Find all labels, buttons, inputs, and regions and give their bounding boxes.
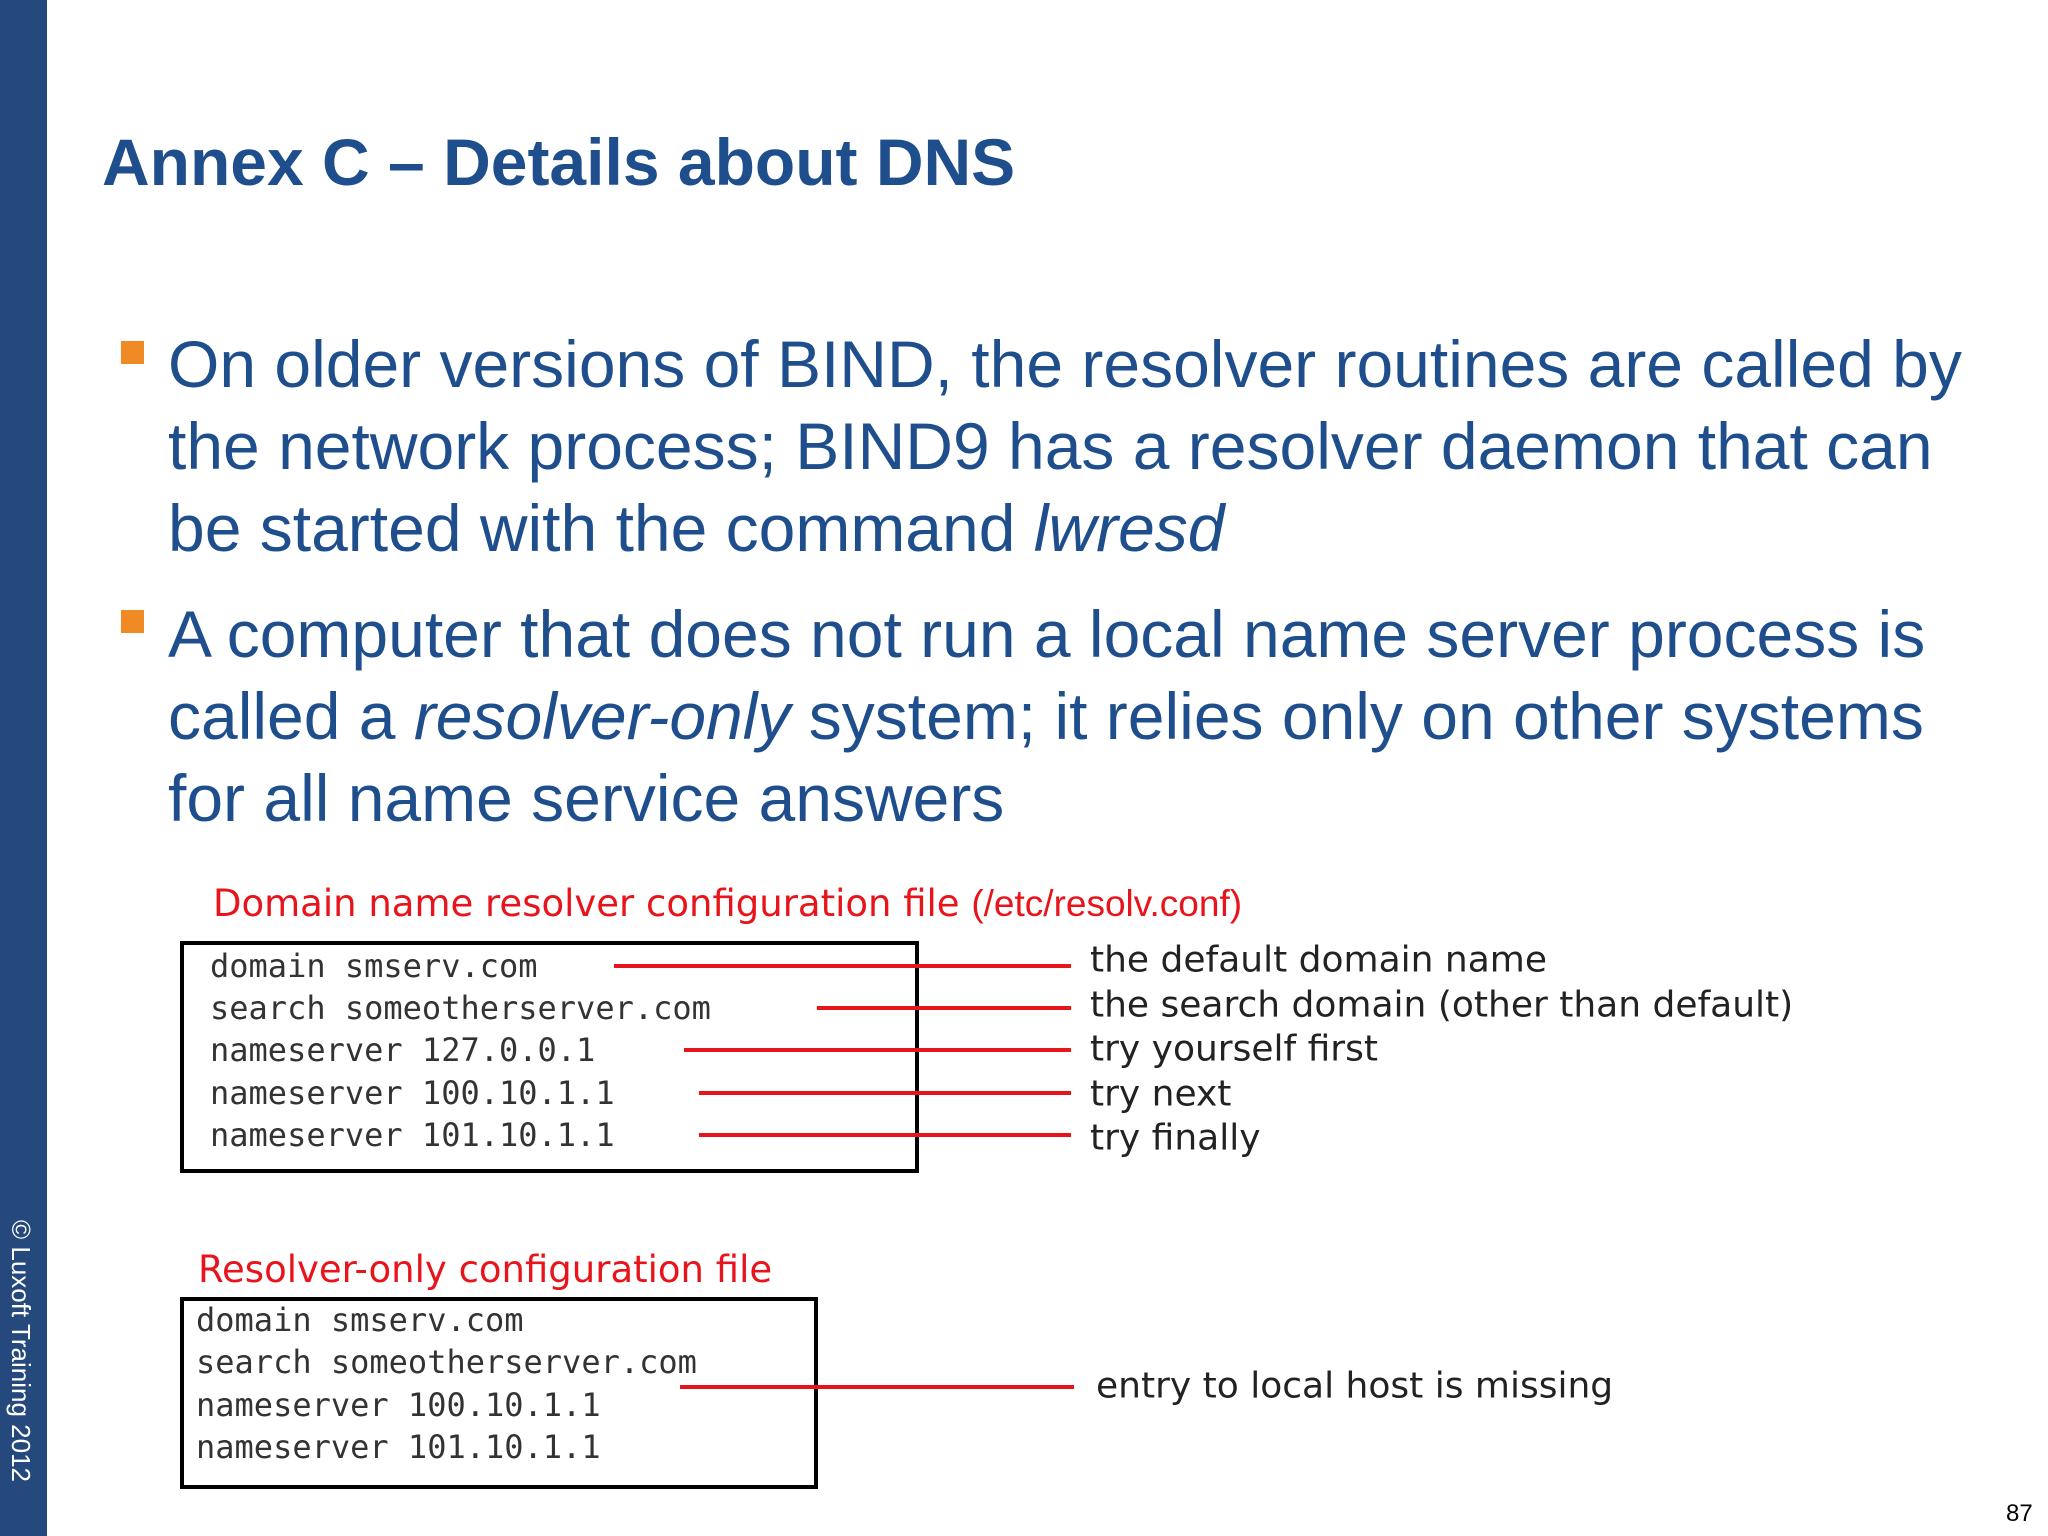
diagram1-title-text: Domain name resolver configuration file bbox=[213, 882, 960, 925]
resolver-only-box bbox=[180, 1297, 818, 1489]
bullet-square-icon bbox=[121, 341, 144, 364]
code-line: domain smserv.com bbox=[210, 947, 538, 985]
code-line: nameserver 100.10.1.1 bbox=[210, 1074, 615, 1112]
code-line: nameserver 127.0.0.1 bbox=[210, 1031, 596, 1069]
annotation-label: the default domain name bbox=[1090, 939, 1547, 981]
bullet-2-text-end: system; it relies only on other systems … bbox=[168, 679, 1924, 835]
bullet-2: A computer that does not run a local nam… bbox=[168, 593, 2008, 839]
bullet-1: On older versions of BIND, the resolver … bbox=[168, 323, 2008, 569]
bullet-1-emphasis: lwresd bbox=[1033, 491, 1225, 565]
sidebar-bar: © Luxoft Training 2012 bbox=[0, 0, 47, 1536]
bullet-square-icon bbox=[121, 610, 144, 633]
diagram1-title: Domain name resolver configuration file … bbox=[213, 882, 1242, 925]
annotation-label: try next bbox=[1090, 1073, 1232, 1115]
annotation-line bbox=[684, 1048, 1071, 1052]
annotation-label: try yourself first bbox=[1090, 1028, 1378, 1070]
bullet-2-text: A computer that does not run a local nam… bbox=[168, 597, 1926, 753]
resolv-conf-box bbox=[180, 941, 919, 1173]
annotation-line bbox=[817, 1006, 1071, 1010]
code-line: search someotherserver.com bbox=[210, 989, 711, 1027]
copyright-text: © Luxoft Training 2012 bbox=[6, 1220, 36, 1482]
bullet-2-emphasis: resolver-only bbox=[413, 679, 791, 753]
slide-title: Annex C – Details about DNS bbox=[102, 125, 1016, 199]
annotation-line bbox=[699, 1133, 1071, 1137]
code-line: nameserver 101.10.1.1 bbox=[196, 1428, 601, 1466]
diagram1-path: (/etc/resolv.conf) bbox=[971, 883, 1243, 924]
page-number: 87 bbox=[2006, 1500, 2033, 1527]
code-line: domain smserv.com bbox=[196, 1301, 524, 1339]
annotation-label: the search domain (other than default) bbox=[1090, 984, 1794, 1026]
diagram2-title: Resolver-only configuration file bbox=[198, 1248, 773, 1291]
code-line: nameserver 100.10.1.1 bbox=[196, 1386, 601, 1424]
annotation-label: try finally bbox=[1090, 1117, 1261, 1159]
annotation-line bbox=[699, 1091, 1071, 1095]
annotation-line bbox=[614, 964, 1071, 968]
bullet-1-text: On older versions of BIND, the resolver … bbox=[168, 327, 1962, 565]
annotation-line bbox=[680, 1385, 1074, 1389]
code-line: search someotherserver.com bbox=[196, 1343, 697, 1381]
code-line: nameserver 101.10.1.1 bbox=[210, 1116, 615, 1154]
annotation-label: entry to local host is missing bbox=[1096, 1365, 1614, 1407]
